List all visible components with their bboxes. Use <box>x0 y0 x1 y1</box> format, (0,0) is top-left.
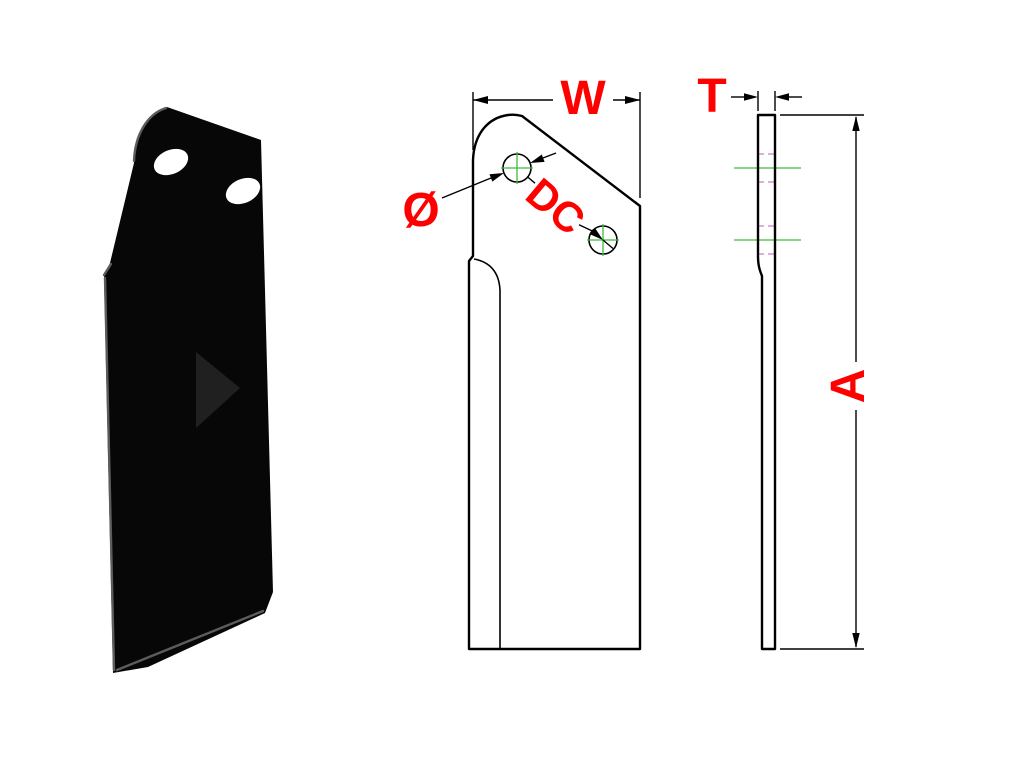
w-arrow-left <box>473 96 488 104</box>
blade-3d-top-corner-highlight <box>132 106 168 163</box>
w-arrow-right <box>625 96 640 104</box>
dimension-length: A <box>780 114 875 650</box>
blade-3d-step-highlight <box>102 262 113 277</box>
side-view <box>734 113 801 651</box>
blade-3d-bottom-edge-highlight <box>115 609 265 672</box>
dimension-width: W <box>472 72 641 198</box>
t-arrow-left <box>744 93 758 101</box>
blade-3d-sheen <box>196 352 240 428</box>
front-view-dimensions: W Ø DC <box>402 72 641 250</box>
side-view-outline <box>756 113 777 651</box>
dim-label-thickness: T <box>697 70 726 123</box>
hole-3d-upper <box>153 148 189 176</box>
dia-leader-line <box>441 177 492 199</box>
dim-label-diameter: Ø <box>402 184 439 237</box>
blade-3d-body <box>104 107 273 673</box>
front-view-bevel-line <box>473 258 501 648</box>
dia-arrow-upper-right <box>530 154 545 163</box>
dia-arrow-tail <box>542 152 557 159</box>
hole-3d-lower <box>225 177 261 205</box>
dimension-diameter: Ø <box>402 152 557 237</box>
dim-label-length: A <box>822 369 875 404</box>
front-view <box>467 113 642 651</box>
side-view-center-lines <box>734 167 801 241</box>
side-view-hidden-hole-lines <box>758 153 775 255</box>
dc-line-stub-upper <box>527 176 536 184</box>
dim-label-center-distance: DC <box>517 169 594 244</box>
dc-arrow <box>589 227 603 240</box>
a-arrow-top <box>852 116 860 131</box>
dia-arrow-lower-left <box>489 173 504 182</box>
dimension-center-distance: DC <box>517 169 614 250</box>
side-view-dimensions: T A <box>697 70 875 650</box>
front-view-outline <box>467 113 642 651</box>
t-arrow-right <box>775 93 789 101</box>
dim-label-width: W <box>560 72 606 125</box>
blade-3d-left-edge-highlight <box>103 276 116 672</box>
dc-line-overshoot <box>602 239 614 250</box>
dimension-thickness: T <box>697 70 802 123</box>
dc-line-stub-lower <box>578 224 593 232</box>
isometric-view <box>102 106 273 673</box>
a-arrow-bottom <box>852 633 860 648</box>
